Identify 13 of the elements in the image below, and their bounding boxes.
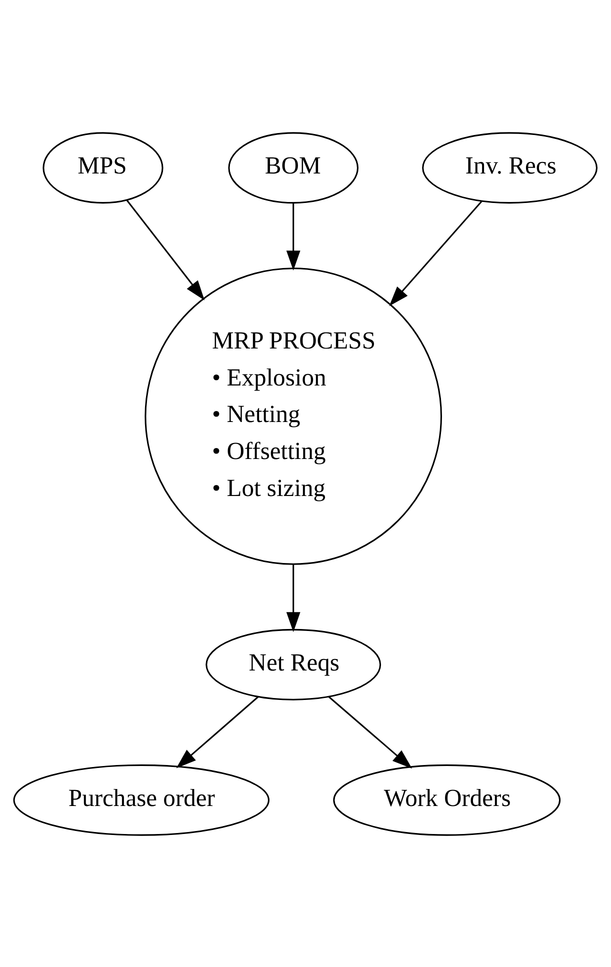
node-ellipse: Inv. Recs	[422, 132, 598, 204]
node-ellipse: BOM	[228, 132, 358, 204]
node-circle: MRP PROCESS • Explosion • Netting • Offsetting • Lot sizing	[144, 267, 442, 564]
arrow	[176, 696, 259, 768]
node-ellipse: Work Orders	[333, 764, 561, 836]
node-ellipse: Purchase order	[13, 764, 270, 836]
node-ellipse: MPS	[42, 132, 164, 204]
arrow	[286, 564, 300, 632]
node-ellipse: Net Reqs	[206, 628, 382, 700]
arrow	[389, 200, 483, 306]
arrow	[328, 696, 412, 768]
arrow	[286, 202, 300, 270]
arrow	[126, 199, 205, 300]
